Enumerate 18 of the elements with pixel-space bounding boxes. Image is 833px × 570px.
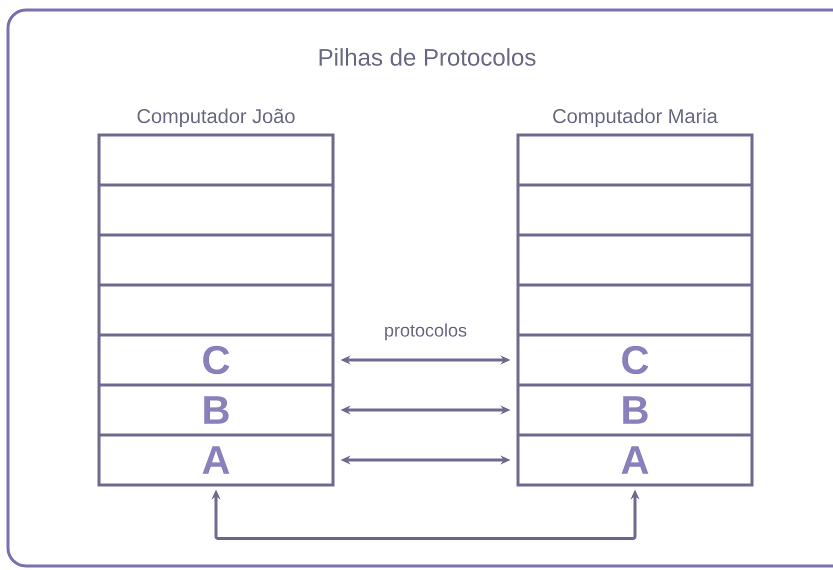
layer-box: [516, 284, 754, 336]
layer-box: [98, 184, 334, 236]
layer-box: [516, 134, 754, 186]
layer-box: [516, 234, 754, 286]
layer-box: C: [516, 334, 754, 386]
layer-box: A: [98, 434, 334, 486]
layer-box: [516, 184, 754, 236]
layer-box: B: [516, 384, 754, 436]
layer-box: C: [98, 334, 334, 386]
edge-label: protocolos: [382, 322, 468, 342]
layer-box: [98, 284, 334, 336]
layer-box: A: [516, 434, 754, 486]
layer-box: B: [98, 384, 334, 436]
node-label: Computador Maria: [553, 108, 718, 128]
title: Pilhas de Protocolos: [320, 48, 536, 66]
layer-box: [98, 234, 334, 286]
node-label: Computador João: [138, 108, 295, 128]
layer-box: [98, 134, 334, 186]
